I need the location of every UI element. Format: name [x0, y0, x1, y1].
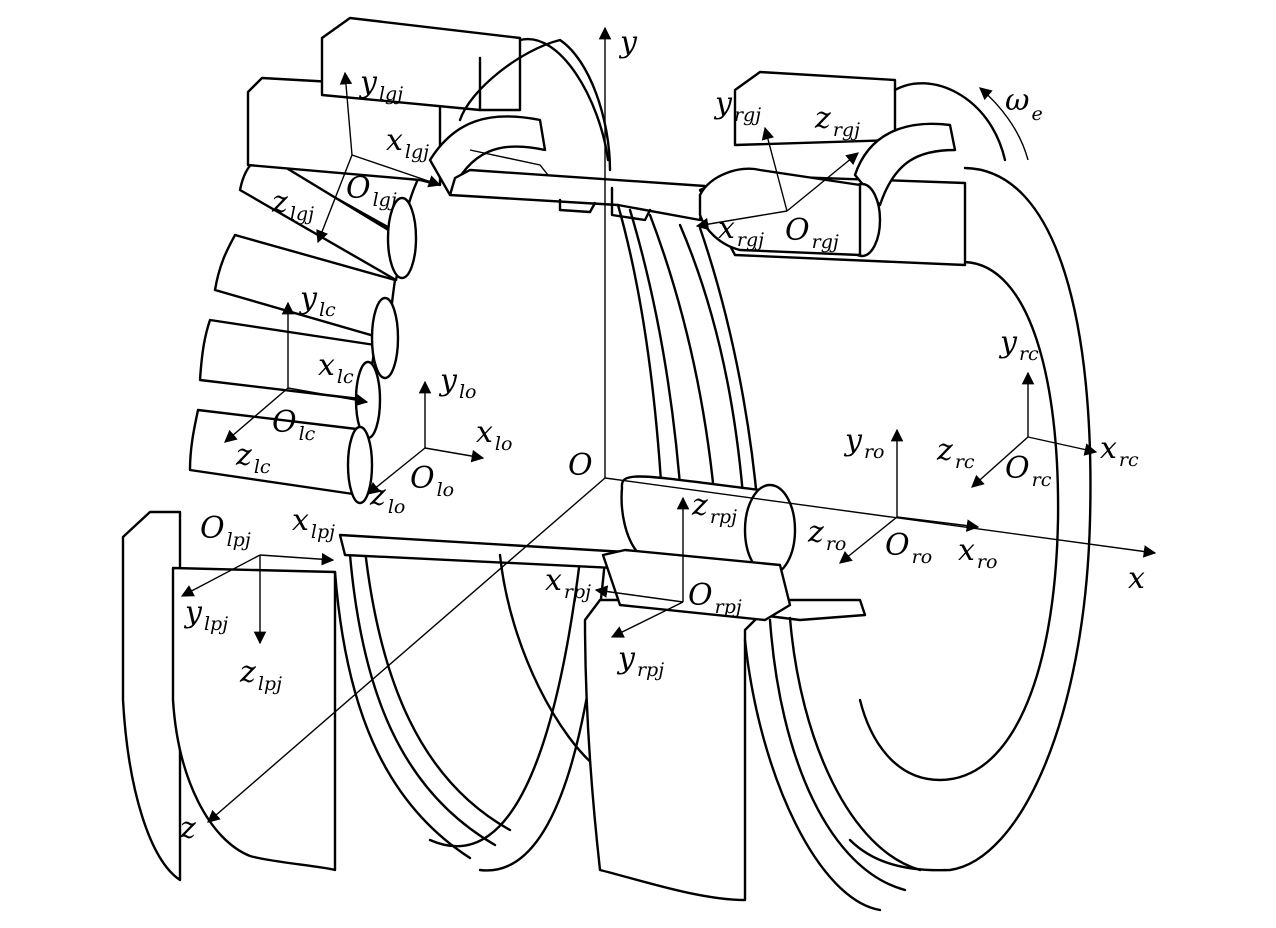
label-global-y: y — [618, 25, 638, 60]
right-lower-ring-front — [583, 598, 867, 902]
left-outer-ring-rim — [333, 570, 472, 860]
label-global-origin: O — [568, 448, 593, 483]
global-x-axis — [604, 477, 1157, 558]
left-outer-ring-outer-face — [121, 510, 182, 882]
left-top-block — [246, 16, 612, 197]
left-outer-ring-rim-inner2 — [363, 548, 512, 832]
label-global-z: z — [179, 811, 196, 846]
label-global-x: x — [1128, 561, 1145, 596]
left-outer-ring-front — [171, 566, 337, 872]
rotation-arrow — [979, 87, 1029, 161]
right-outer-ring-inner — [858, 260, 1060, 782]
right-top-cap — [733, 70, 897, 147]
left-outer-arc-big — [428, 558, 582, 848]
right-outer-ring-outer — [848, 166, 1092, 872]
axes-layer — [180, 26, 1157, 823]
left-outer-ring-rim-inner — [348, 553, 497, 847]
right-bearing — [583, 70, 1092, 912]
left-bearing — [121, 16, 612, 882]
global-z-axis — [207, 477, 606, 823]
